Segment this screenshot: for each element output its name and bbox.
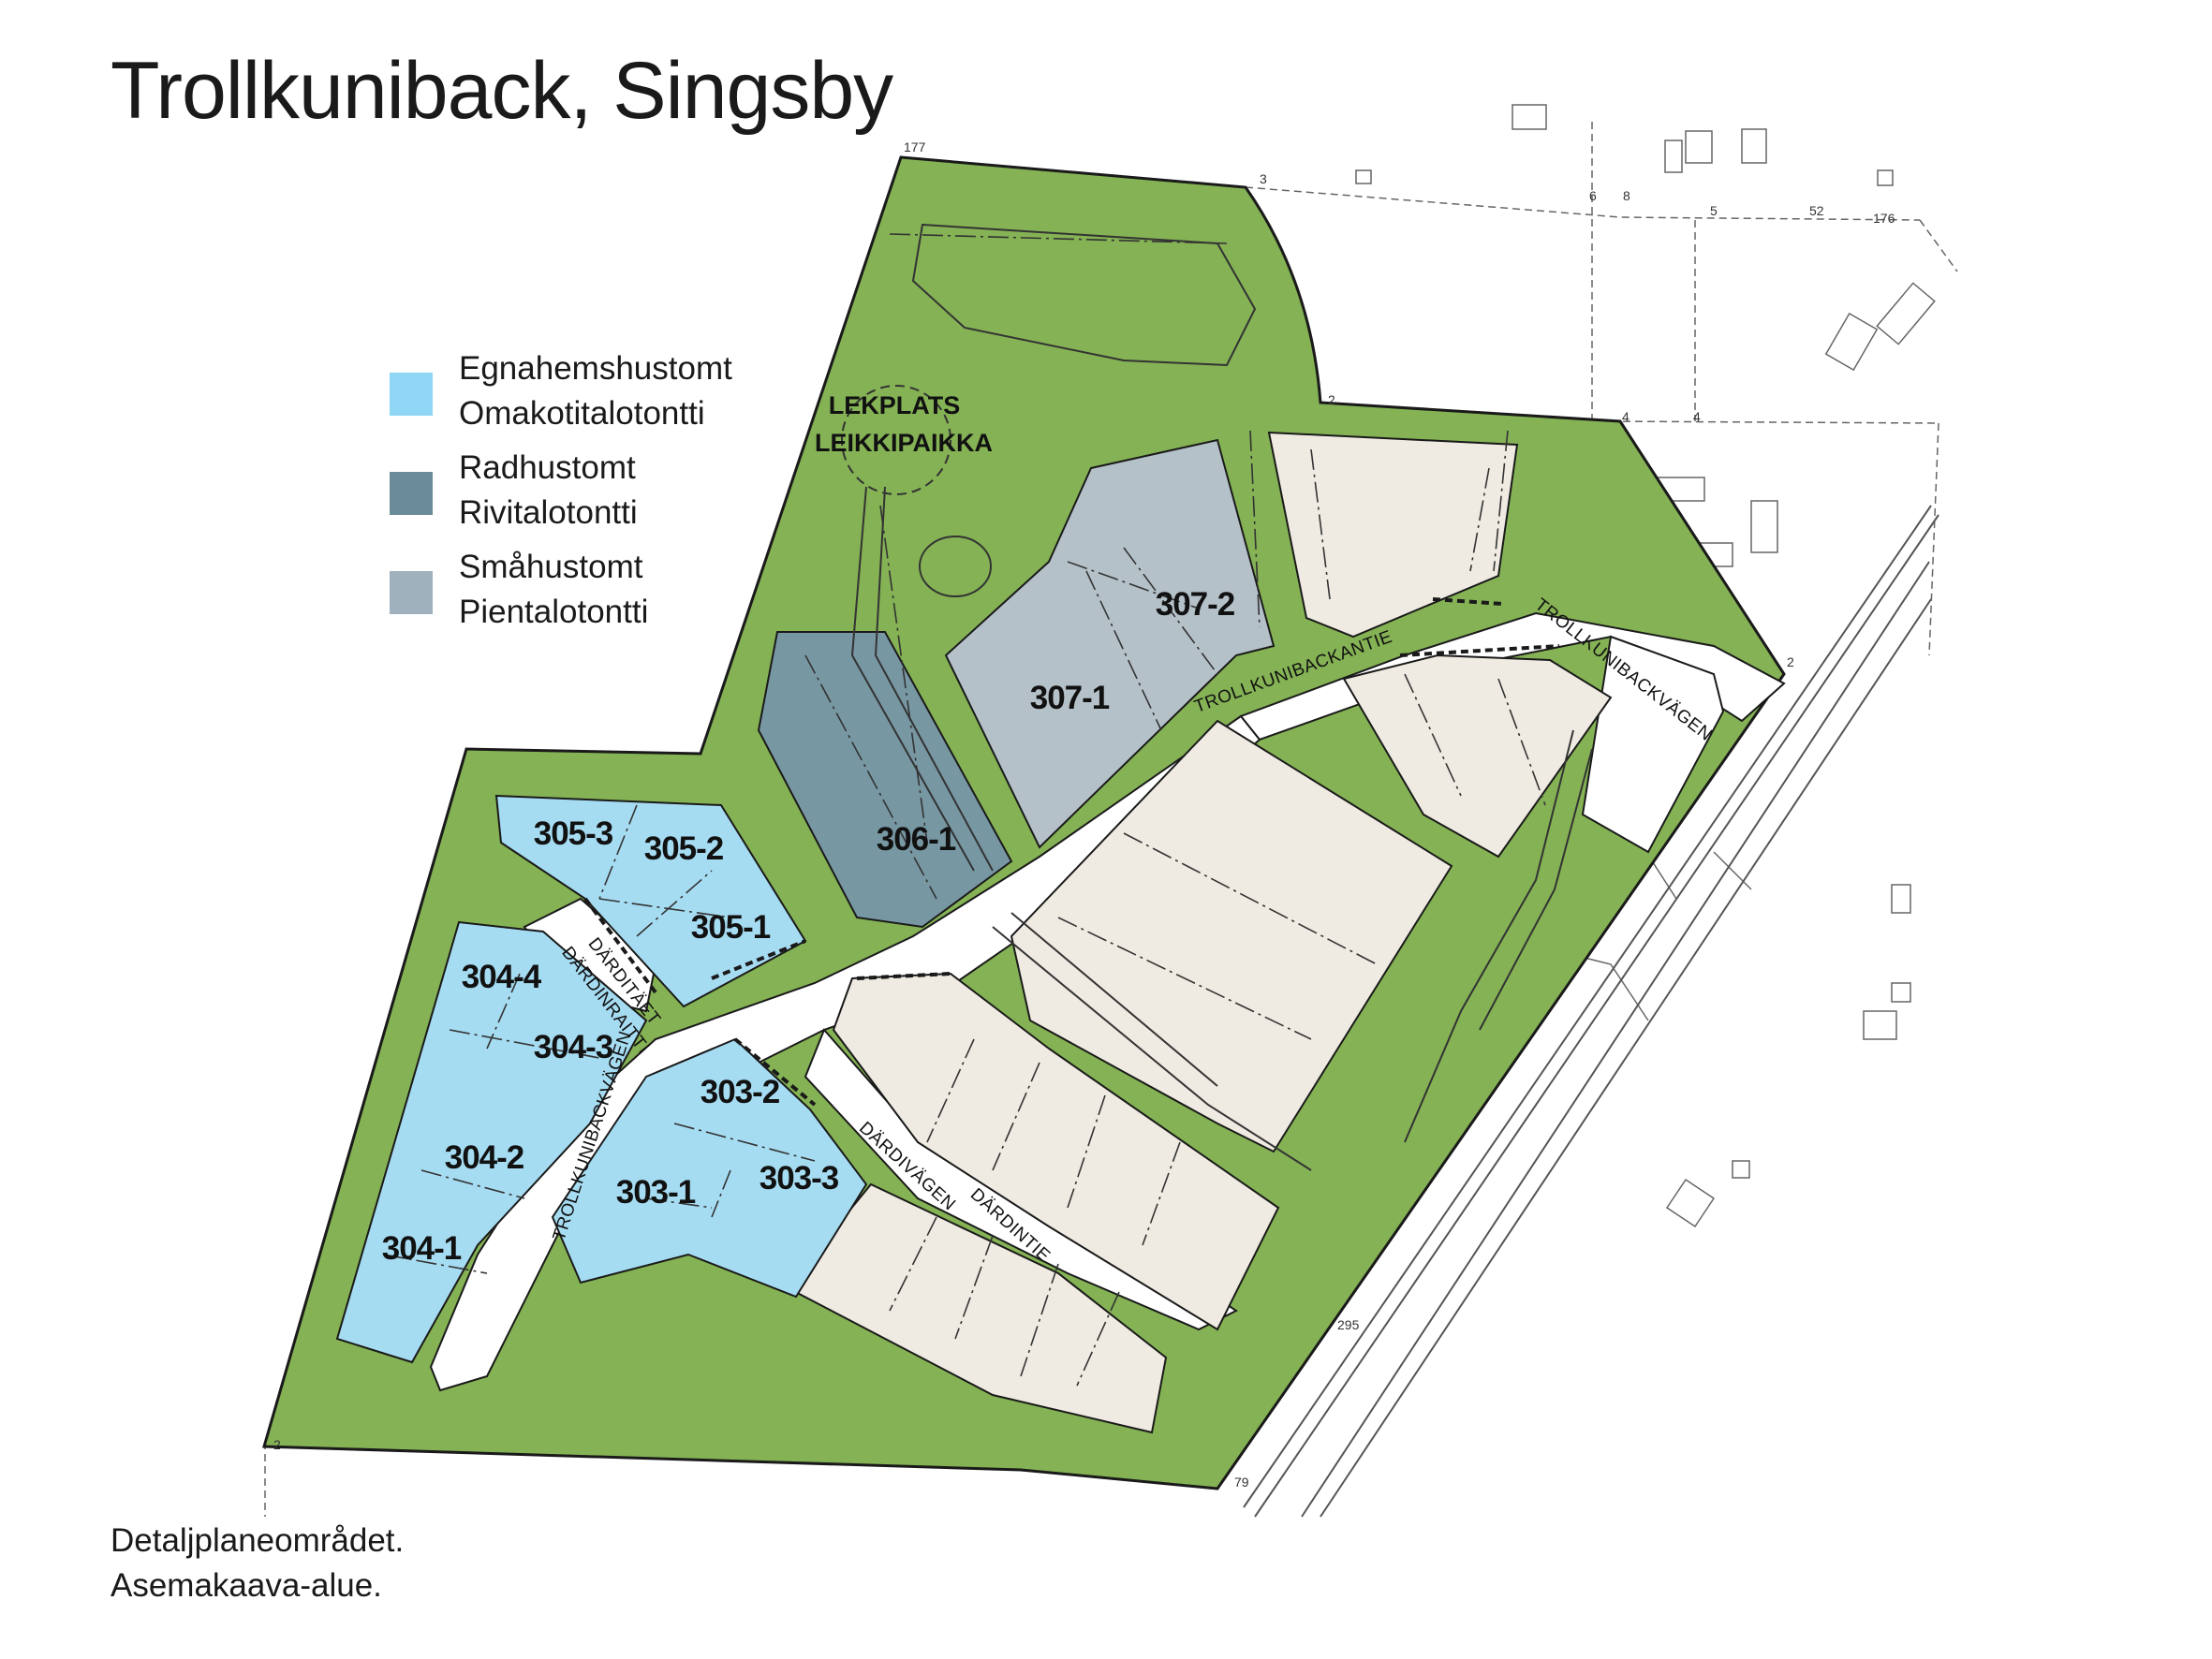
- footer-caption: Detaljplaneområdet. Asemakaava-alue.: [111, 1519, 404, 1608]
- survey-point-176: 176: [1873, 211, 1895, 226]
- legend-label-sv: Egnahemshustomt: [459, 350, 732, 387]
- legend-swatch: [390, 571, 433, 614]
- lot-label: 307-1: [1030, 680, 1110, 716]
- survey-point-4-a: 4: [1622, 409, 1630, 424]
- survey-point-3: 3: [1260, 171, 1267, 186]
- other-lots: [785, 431, 1613, 1434]
- survey-point-79: 79: [1234, 1475, 1249, 1490]
- map-title: Trollkuniback, Singsby: [111, 46, 893, 136]
- lot-label: 303-2: [700, 1074, 780, 1110]
- survey-point-177: 177: [904, 139, 926, 154]
- survey-point-6: 6: [1589, 188, 1597, 203]
- survey-point-8: 8: [1623, 188, 1630, 203]
- lot-label: 304-2: [445, 1139, 524, 1176]
- park-features: [841, 223, 1593, 1171]
- lot-label: 304-1: [382, 1230, 462, 1267]
- lot-label: 304-3: [534, 1029, 613, 1065]
- radhustomt-lot: [757, 631, 1013, 929]
- legend-label-fi: Pientalotontti: [459, 594, 649, 630]
- legend-label-fi: Omakotitalotontti: [459, 395, 705, 432]
- playground-label: LEKPLATS LEIKKIPAIKKA: [815, 391, 993, 457]
- footer-caption-fi: Asemakaava-alue.: [111, 1567, 382, 1604]
- survey-point-4-b: 4: [1693, 409, 1701, 424]
- smahustomt-lots: [944, 438, 1276, 849]
- footer-caption-sv: Detaljplaneområdet.: [111, 1522, 405, 1559]
- lot-label: 307-2: [1156, 586, 1235, 623]
- lot-labels: 305-3 305-2 305-1 304-4 304-3 304-2 304-…: [382, 586, 1236, 1267]
- surrounding-context: [264, 104, 1958, 1517]
- division-lines: [383, 233, 1546, 1387]
- legend-label: Småhustomt Pientalotontti: [459, 545, 648, 635]
- survey-point-52: 52: [1809, 203, 1824, 218]
- survey-point-2-east: 2: [1787, 654, 1794, 669]
- highway: [1243, 505, 1939, 1518]
- lot-label: 305-2: [644, 830, 724, 867]
- lot-label: 303-3: [759, 1160, 839, 1197]
- lot-label: 304-4: [462, 959, 542, 995]
- survey-points: 177 3 6 8 5 52 176 2 4 4 2 295 79 2: [273, 139, 1895, 1490]
- survey-point-2-west: 2: [273, 1437, 281, 1452]
- lot-label: 305-3: [534, 815, 613, 852]
- survey-point-2-north: 2: [1328, 392, 1335, 407]
- survey-point-5: 5: [1710, 203, 1718, 218]
- survey-point-295: 295: [1337, 1317, 1360, 1332]
- legend-label: Egnahemshustomt Omakotitalotontti: [459, 346, 732, 436]
- lot-label: 306-1: [877, 821, 956, 858]
- legend-swatch: [390, 373, 433, 416]
- legend-swatch: [390, 472, 433, 515]
- playground-label-sv: LEKPLATS: [829, 391, 961, 419]
- lot-label: 303-1: [616, 1174, 696, 1211]
- legend-label-sv: Småhustomt: [459, 549, 643, 585]
- playground-label-fi: LEIKKIPAIKKA: [815, 429, 993, 457]
- playground-circle: [841, 385, 951, 495]
- legend-label-fi: Rivitalotontti: [459, 494, 638, 531]
- egnahemshustomt-lots: [335, 794, 868, 1364]
- legend-label: Radhustomt Rivitalotontti: [459, 446, 638, 536]
- legend-label-sv: Radhustomt: [459, 449, 636, 486]
- lot-label: 305-1: [691, 909, 771, 946]
- hatched-borders: [583, 597, 1560, 1107]
